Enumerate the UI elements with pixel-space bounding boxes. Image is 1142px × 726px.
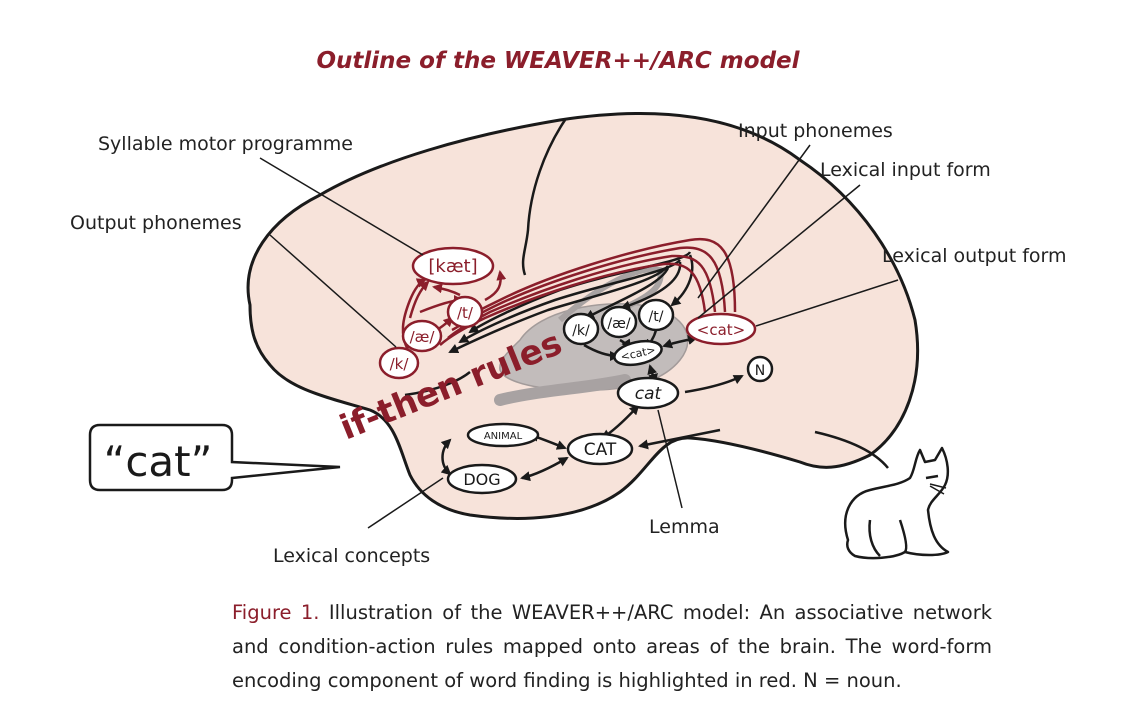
label-lemma: Lemma <box>649 516 720 538</box>
speech-bubble-text: “cat” <box>104 437 213 486</box>
label-lexical-input-form: Lexical input form <box>820 159 991 181</box>
node-output-ae: /æ/ <box>401 319 443 353</box>
svg-text:DOG: DOG <box>463 470 500 489</box>
node-input-k: /k/ <box>562 312 600 346</box>
node-concept-cat: CAT <box>566 432 634 466</box>
label-output-phonemes: Output phonemes <box>70 212 242 234</box>
leader-lines <box>259 144 899 529</box>
label-input-phonemes: Input phonemes <box>738 120 893 142</box>
svg-text:<cat>: <cat> <box>697 321 745 339</box>
svg-text:/æ/: /æ/ <box>607 316 630 332</box>
caption-text: Illustration of the WEAVER++/ARC model: … <box>232 601 992 692</box>
svg-text:/æ/: /æ/ <box>410 328 436 346</box>
cat-drawing <box>843 446 950 560</box>
sylvian-fissure <box>404 371 471 397</box>
svg-text:[kæt]: [kæt] <box>428 256 477 277</box>
svg-text:cat: cat <box>635 384 663 404</box>
speech-bubble <box>88 423 341 492</box>
svg-text:/k/: /k/ <box>390 355 410 373</box>
svg-text:N: N <box>755 363 765 379</box>
node-noun: N <box>746 355 774 383</box>
figure-label: Figure 1. <box>232 601 320 624</box>
label-lexical-output-form: Lexical output form <box>882 245 1067 267</box>
lower-sulcus <box>814 430 889 469</box>
node-output-k: /k/ <box>378 346 420 380</box>
node-lexical-input-form: <cat> <box>613 339 663 367</box>
svg-text:CAT: CAT <box>584 440 617 460</box>
figure-caption: Figure 1. Illustration of the WEAVER++/A… <box>232 596 992 698</box>
svg-text:ANIMAL: ANIMAL <box>484 431 523 442</box>
svg-text:/t/: /t/ <box>649 309 664 325</box>
node-output-t: /t/ <box>446 295 484 329</box>
node-dog: DOG <box>446 463 518 495</box>
svg-text:/k/: /k/ <box>572 323 590 339</box>
diagram-title: Outline of the WEAVER++/ARC model <box>316 48 800 74</box>
node-syllable: [kæt] <box>411 246 495 286</box>
subcortical-tail <box>494 374 631 406</box>
label-syllable-motor-programme: Syllable motor programme <box>98 133 353 155</box>
label-lexical-concepts: Lexical concepts <box>273 545 430 567</box>
node-animal: ANIMAL <box>466 422 540 448</box>
svg-text:/t/: /t/ <box>457 304 474 322</box>
node-lemma-cat: cat <box>616 376 680 410</box>
node-input-ae: /æ/ <box>600 305 638 339</box>
node-lexical-output-form: <cat> <box>685 312 757 346</box>
central-sulcus <box>521 119 567 276</box>
node-input-t: /t/ <box>637 298 675 332</box>
